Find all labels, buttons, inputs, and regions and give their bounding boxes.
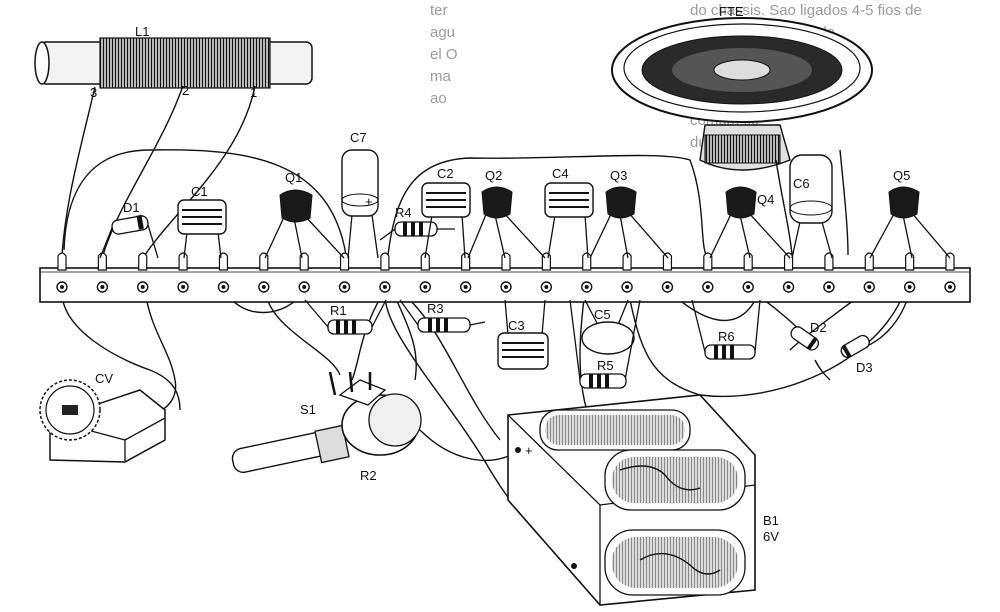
label-r3: R3 (427, 301, 444, 316)
diode-d1: D1 (99, 200, 159, 259)
c7-plus: + (365, 194, 373, 209)
terminal-hole-center (746, 285, 751, 289)
label-b1: B1 (763, 513, 779, 528)
ferrite-coil-l1: L1 3 2 1 (34, 24, 313, 100)
terminal-lug (97, 252, 107, 271)
label-c5: C5 (594, 307, 611, 322)
resistor-r1: R1 (304, 299, 387, 335)
resistor-r4: R4 (379, 205, 455, 241)
transistor-q4: Q4 (709, 186, 791, 259)
terminal-hole-center (867, 285, 872, 289)
label-fte: FTE (719, 4, 744, 19)
label-q3: Q3 (610, 168, 627, 183)
terminal-hole-center (544, 285, 549, 289)
terminal-hole-center (584, 285, 589, 289)
label-c2: C2 (437, 166, 454, 181)
terminal-hole-center (181, 285, 186, 289)
potentiometer-r2-switch-s1: S1 R2 (231, 371, 422, 483)
terminal-lug (501, 252, 511, 271)
terminal-lug (582, 252, 592, 271)
diode-d3: D3 (840, 334, 873, 375)
label-r2: R2 (360, 468, 377, 483)
terminal-hole-center (463, 285, 468, 289)
terminal-strip (39, 267, 971, 303)
label-r4: R4 (395, 205, 412, 220)
capacitor-c2: C2 (421, 166, 471, 259)
loudspeaker-fte: FTE (611, 4, 873, 171)
terminal-lug (743, 252, 753, 271)
terminal-hole-center (342, 285, 347, 289)
label-c3: C3 (508, 318, 525, 333)
terminal-hole-center (705, 285, 710, 289)
terminal-lug (57, 252, 67, 271)
terminal-hole-center (261, 285, 266, 289)
terminal-lug (824, 252, 834, 271)
label-r6: R6 (718, 329, 735, 344)
resistor-r5: R5 (569, 299, 641, 389)
label-q2: Q2 (485, 168, 502, 183)
label-s1: S1 (300, 402, 316, 417)
terminal-lug (138, 252, 148, 271)
terminal-hole-center (665, 285, 670, 289)
label-r1: R1 (330, 303, 347, 318)
terminal-hole-center (423, 285, 428, 289)
terminal-hole-center (786, 285, 791, 289)
capacitor-c3: C3 (497, 299, 549, 370)
terminal-hole-center (382, 285, 387, 289)
transistor-q5: Q5 (869, 168, 951, 259)
battery-holder-b1: + B1 6V (507, 394, 779, 606)
electrolytic-c6: C6 (789, 154, 833, 259)
terminal-hole-center (100, 285, 105, 289)
transistor-q3: Q3 (589, 168, 669, 259)
electrolytic-c7: C7 + (341, 130, 379, 259)
terminal-hole-center (504, 285, 508, 289)
label-l1: L1 (135, 24, 149, 39)
terminal-lugs (57, 252, 955, 271)
terminal-hole-center (60, 285, 64, 289)
terminal-holes (56, 281, 956, 293)
label-c1: C1 (191, 184, 208, 199)
label-c7: C7 (350, 130, 367, 145)
capacitor-c1: C1 (177, 184, 227, 259)
terminal-hole-center (625, 285, 630, 289)
label-r5: R5 (597, 358, 614, 373)
label-q4: Q4 (757, 192, 774, 207)
terminal-hole-center (221, 285, 226, 289)
label-d1: D1 (123, 200, 140, 215)
terminal-lug (864, 252, 874, 271)
resistor-r6: R6 (691, 299, 761, 360)
terminal-hole-center (826, 285, 831, 289)
terminal-lug (380, 252, 390, 271)
label-q5: Q5 (893, 168, 910, 183)
terminal-lug (178, 252, 188, 271)
transistor-q1: Q1 (264, 170, 345, 259)
terminal-hole-center (302, 285, 307, 289)
label-c6: C6 (793, 176, 810, 191)
label-d3: D3 (856, 360, 873, 375)
capacitor-c4: C4 (544, 166, 594, 259)
resistor-r3: R3 (399, 299, 486, 333)
battery-plus: + (525, 443, 533, 458)
terminal-lug (905, 252, 915, 271)
label-b1-voltage: 6V (763, 529, 779, 544)
terminal-lug (662, 252, 673, 271)
label-c4: C4 (552, 166, 569, 181)
coil-terminal-2: 2 (182, 83, 189, 98)
background-text-left: ter agu el O ma ao (430, 2, 458, 107)
label-d2: D2 (810, 320, 827, 335)
terminal-lug (945, 252, 955, 271)
label-cv: CV (95, 371, 113, 386)
terminal-hole-center (907, 285, 912, 289)
variable-capacitor-cv: CV (39, 371, 166, 463)
diode-d2: D2 (790, 320, 827, 351)
transistor-q2: Q2 (467, 168, 546, 259)
label-q1: Q1 (285, 170, 302, 185)
terminal-hole-center (948, 285, 952, 289)
terminal-hole-center (140, 285, 145, 289)
capacitor-c5: C5 (581, 299, 635, 355)
